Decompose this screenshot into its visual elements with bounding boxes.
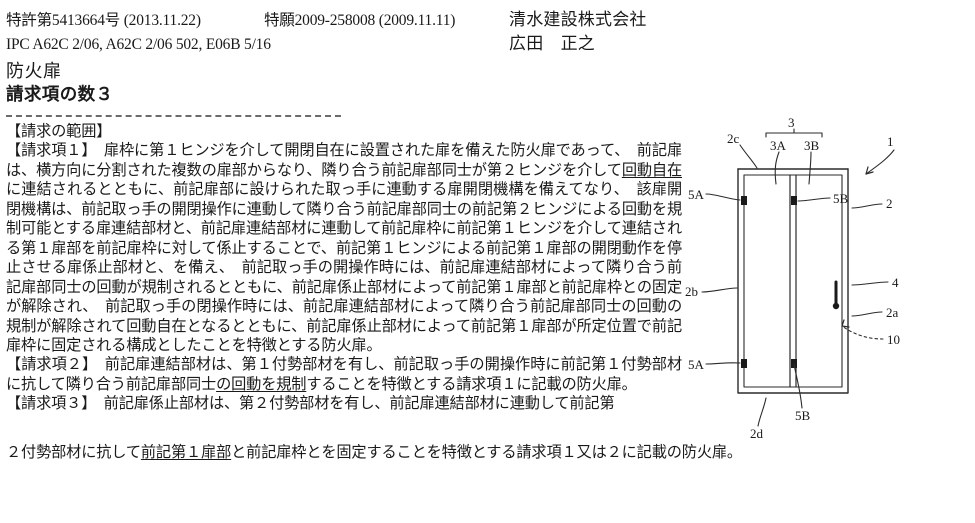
- invention-title: 防火扉: [6, 61, 62, 81]
- claim-1-label: 【請求項１】: [6, 142, 89, 160]
- door-handle: [832, 280, 840, 310]
- label-2b: 2b: [685, 284, 698, 299]
- patent-figure: 1 2 2a 2b 2c 2d 3 3A 3B 4 5A 5A 5B 5B 10: [680, 112, 975, 442]
- header-row-ipc: IPC A62C 2/06, A62C 2/06 502, E06B 5/16 …: [6, 32, 966, 56]
- inventor-name: 広田 正之: [509, 34, 595, 54]
- figure-reference-labels: 1 2 2a 2b 2c 2d 3 3A 3B 4 5A 5A 5B 5B 10: [685, 115, 900, 441]
- section-divider: [6, 115, 341, 117]
- claims-section: 【請求の範囲】 【請求項１】 扉枠に第１ヒンジを介して開閉自在に設置された扉を備…: [6, 122, 682, 414]
- header-row-top: 特許第5413664号 (2013.11.22) 特願2009-258008 (…: [6, 8, 966, 32]
- hinge-marker-5a-top: [741, 196, 747, 205]
- applicant-name: 清水建設株式会社: [509, 10, 647, 29]
- claim-1: 【請求項１】 扉枠に第１ヒンジを介して開閉自在に設置された扉を備えた防火扉であっ…: [6, 141, 682, 355]
- label-5a-top: 5A: [688, 187, 705, 202]
- label-5b-top: 5B: [833, 191, 849, 206]
- claim-count-label: 請求項の数３: [6, 84, 114, 104]
- door-leaf-divider: [789, 174, 797, 388]
- label-2a: 2a: [886, 305, 899, 320]
- ipc-classification: IPC A62C 2/06, A62C 2/06 502, E06B 5/16: [6, 36, 271, 54]
- claim-3: 【請求項３】 前記扉係止部材は、第２付勢部材を有し、前記扉連結部材に連動して前記…: [6, 394, 682, 413]
- label-1: 1: [887, 134, 894, 149]
- claim-3-continuation: ２付勢部材に抗して前記第１扉部と前記扉枠とを固定することを特徴とする請求項１又は…: [6, 444, 742, 461]
- document-header: 特許第5413664号 (2013.11.22) 特願2009-258008 (…: [6, 8, 966, 56]
- label-2: 2: [886, 196, 893, 211]
- patent-number: 特許第5413664号 (2013.11.22): [6, 12, 201, 29]
- figure-leader-lines: [701, 128, 895, 427]
- label-3A: 3A: [770, 138, 787, 153]
- label-2c: 2c: [727, 131, 740, 146]
- application-number: 特願2009-258008 (2009.11.11): [264, 12, 456, 29]
- claim-3-text: 前記扉係止部材は、第２付勢部材を有し、前記扉連結部材に連動して前記第: [88, 395, 615, 413]
- claim-3-label: 【請求項３】: [6, 395, 89, 413]
- claim-2-text: 前記扉連結部材は、第１付勢部材を有し、前記取っ手の開操作時に前記第１付勢部材に抗…: [6, 356, 682, 393]
- claim-1-text: 扉枠に第１ヒンジを介して開閉自在に設置された扉を備えた防火扉であって、 前記扉は…: [6, 142, 682, 354]
- label-3: 3: [788, 115, 795, 130]
- label-4: 4: [892, 275, 899, 290]
- label-5b-bottom: 5B: [795, 408, 811, 423]
- claims-heading: 【請求の範囲】: [6, 123, 112, 140]
- hinge-marker-5a-bottom: [741, 359, 747, 368]
- claim-2-label: 【請求項２】: [6, 356, 90, 374]
- label-3B: 3B: [804, 138, 820, 153]
- label-2d: 2d: [750, 426, 764, 441]
- label-5a-bottom: 5A: [688, 357, 705, 372]
- hinge-marker-5b-top: [791, 196, 797, 205]
- claim-2: 【請求項２】 前記扉連結部材は、第１付勢部材を有し、前記取っ手の開操作時に前記第…: [6, 355, 682, 394]
- label-10: 10: [887, 332, 900, 347]
